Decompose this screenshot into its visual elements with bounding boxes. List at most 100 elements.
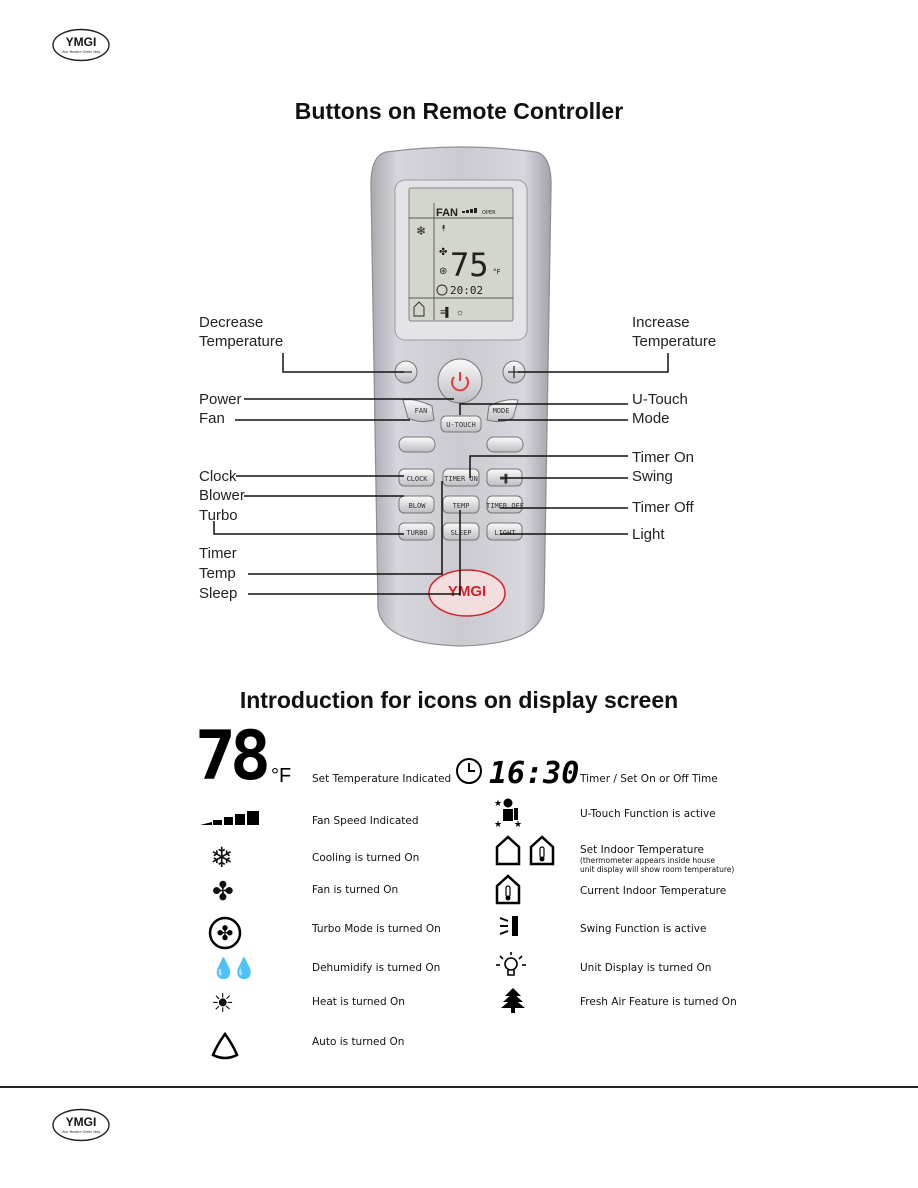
- footer-divider: [0, 1086, 918, 1088]
- lcd-fan-icon: ✤: [439, 247, 447, 258]
- desc-fan-speed: Fan Speed Indicated: [312, 815, 419, 827]
- house-thermometer-icon: [494, 873, 524, 910]
- desc-timer: Timer / Set On or Off Time: [580, 773, 718, 785]
- light-button-label: LIGHT: [494, 529, 516, 537]
- label-fan: Fan: [199, 410, 225, 427]
- turbo-icon: ✤: [208, 916, 242, 955]
- lcd-snowflake-icon: ❄: [416, 224, 426, 238]
- desc-u-touch: U-Touch Function is active: [580, 808, 716, 820]
- desc-unit-display: Unit Display is turned On: [580, 962, 712, 974]
- dehumidify-icon: 💧💧: [211, 958, 257, 980]
- label-sleep: Sleep: [199, 585, 238, 602]
- desc-set-indoor: Set Indoor Temperature (thermometer appe…: [580, 844, 734, 874]
- lcd-light-icon: ☼: [456, 307, 464, 317]
- sleep-button[interactable]: [442, 522, 480, 541]
- callout-lines: [213, 353, 669, 595]
- label-power: Power: [199, 391, 242, 408]
- label-temp: Temp: [199, 565, 236, 582]
- lcd-fan-label: FAN: [436, 207, 458, 219]
- lcd-fresh-air-icon: ⯭: [441, 223, 446, 233]
- svg-text:★: ★: [494, 819, 502, 829]
- temp-button[interactable]: [442, 495, 480, 514]
- fan-speed-icon: [200, 809, 262, 834]
- desc-current-indoor: Current Indoor Temperature: [580, 885, 727, 897]
- blank-button-right[interactable]: [486, 436, 524, 453]
- clock-button-label: CLOCK: [406, 475, 428, 483]
- ymgi-logo-top: YMGI Your Modern Green Idea: [52, 28, 110, 62]
- label-timer: Timer: [199, 545, 237, 562]
- blank-button-left[interactable]: [398, 436, 436, 453]
- logo-tagline-bottom: Your Modern Green Idea: [62, 1130, 100, 1134]
- desc-swing: Swing Function is active: [580, 923, 707, 935]
- light-button[interactable]: [486, 522, 523, 541]
- ymgi-badge: [428, 569, 506, 617]
- lcd-unit: °F: [493, 268, 501, 276]
- logo-text-bottom: YMGI: [66, 1115, 97, 1129]
- light-bulb-icon: [495, 951, 527, 984]
- label-light: Light: [632, 526, 665, 543]
- label-increase: Increase: [632, 314, 690, 331]
- clock-button[interactable]: [398, 468, 435, 487]
- temp-button-label: TEMP: [453, 502, 470, 510]
- set-temperature-icon: 78 °F: [195, 717, 305, 796]
- snowflake-icon: ❄: [210, 842, 234, 873]
- house-icon: [494, 834, 560, 871]
- ymgi-logo-bottom: YMGI Your Modern Green Idea: [52, 1108, 110, 1142]
- lcd-temperature: 75: [450, 246, 489, 284]
- badge-text: YMGI: [448, 583, 486, 600]
- set-indoor-note-2: unit display will show room temperature): [580, 865, 735, 874]
- fresh-air-icon: [500, 987, 526, 1018]
- lcd-turbo-icon: ⊛: [439, 266, 447, 277]
- u-touch-button[interactable]: [440, 415, 482, 433]
- remote-controller: FAN OPER ❄ ⯭ ✤ ⊛ 75 °F 20:02 ≡▌ ☼ FAN MO…: [368, 146, 554, 653]
- set-indoor-note-1: (thermometer appears inside house: [580, 856, 715, 865]
- label-increase-temperature: Temperature: [632, 333, 717, 350]
- desc-fan: Fan is turned On: [312, 884, 399, 896]
- fan-button-label: FAN: [415, 407, 428, 415]
- label-swing: Swing: [632, 468, 673, 485]
- timer-off-button-label: TIMER OFF: [486, 502, 524, 510]
- label-u-touch: U-Touch: [632, 391, 688, 408]
- remote-title: Buttons on Remote Controller: [294, 98, 624, 124]
- desc-set-temperature: Set Temperature Indicated: [312, 773, 452, 785]
- lcd-clock: 20:02: [450, 284, 483, 297]
- turbo-button-label: TURBO: [406, 529, 427, 537]
- label-blower: Blower: [199, 487, 245, 504]
- label-decrease-temperature: Temperature: [199, 333, 284, 350]
- mode-button-label: MODE: [493, 407, 510, 415]
- fan-icon: ✤: [212, 876, 234, 906]
- swing-icon: [498, 913, 524, 944]
- label-turbo: Turbo: [199, 507, 238, 524]
- desc-heat: Heat is turned On: [312, 996, 405, 1008]
- label-clock: Clock: [199, 468, 237, 485]
- timer-value: 16:30: [489, 756, 579, 791]
- lcd-clock-icon: [436, 284, 448, 296]
- label-mode: Mode: [632, 410, 670, 427]
- sun-icon: ☀: [211, 988, 235, 1018]
- label-timer-off: Timer Off: [632, 499, 694, 516]
- blow-button[interactable]: [398, 495, 435, 514]
- svg-text:★: ★: [514, 819, 522, 829]
- set-temp-unit: °F: [271, 765, 291, 787]
- sleep-button-label: SLEEP: [450, 529, 471, 537]
- logo-tagline: Your Modern Green Idea: [62, 50, 100, 54]
- lcd-swing-icon: ≡▌: [440, 306, 452, 318]
- desc-cooling: Cooling is turned On: [312, 852, 420, 864]
- lcd-fan-speed-icon: [462, 208, 477, 213]
- desc-fresh-air: Fresh Air Feature is turned On: [580, 996, 737, 1008]
- desc-turbo: Turbo Mode is turned On: [312, 923, 441, 935]
- auto-icon: [210, 1031, 240, 1066]
- icons-title: Introduction for icons on display screen: [239, 687, 679, 713]
- svg-text:✤: ✤: [217, 923, 234, 945]
- label-decrease: Decrease: [199, 314, 264, 331]
- turbo-button[interactable]: [398, 522, 435, 541]
- timer-clock-icon: 16:30: [455, 756, 585, 793]
- set-temp-value: 78: [195, 717, 267, 796]
- lcd-oper-label: OPER: [482, 210, 496, 216]
- desc-dehumidify: Dehumidify is turned On: [312, 962, 441, 974]
- fan-button[interactable]: [402, 399, 435, 423]
- logo-text: YMGI: [66, 35, 97, 49]
- svg-text:★: ★: [494, 798, 502, 808]
- blow-button-label: BLOW: [409, 502, 427, 510]
- u-touch-button-label: U-TOUCH: [446, 421, 476, 429]
